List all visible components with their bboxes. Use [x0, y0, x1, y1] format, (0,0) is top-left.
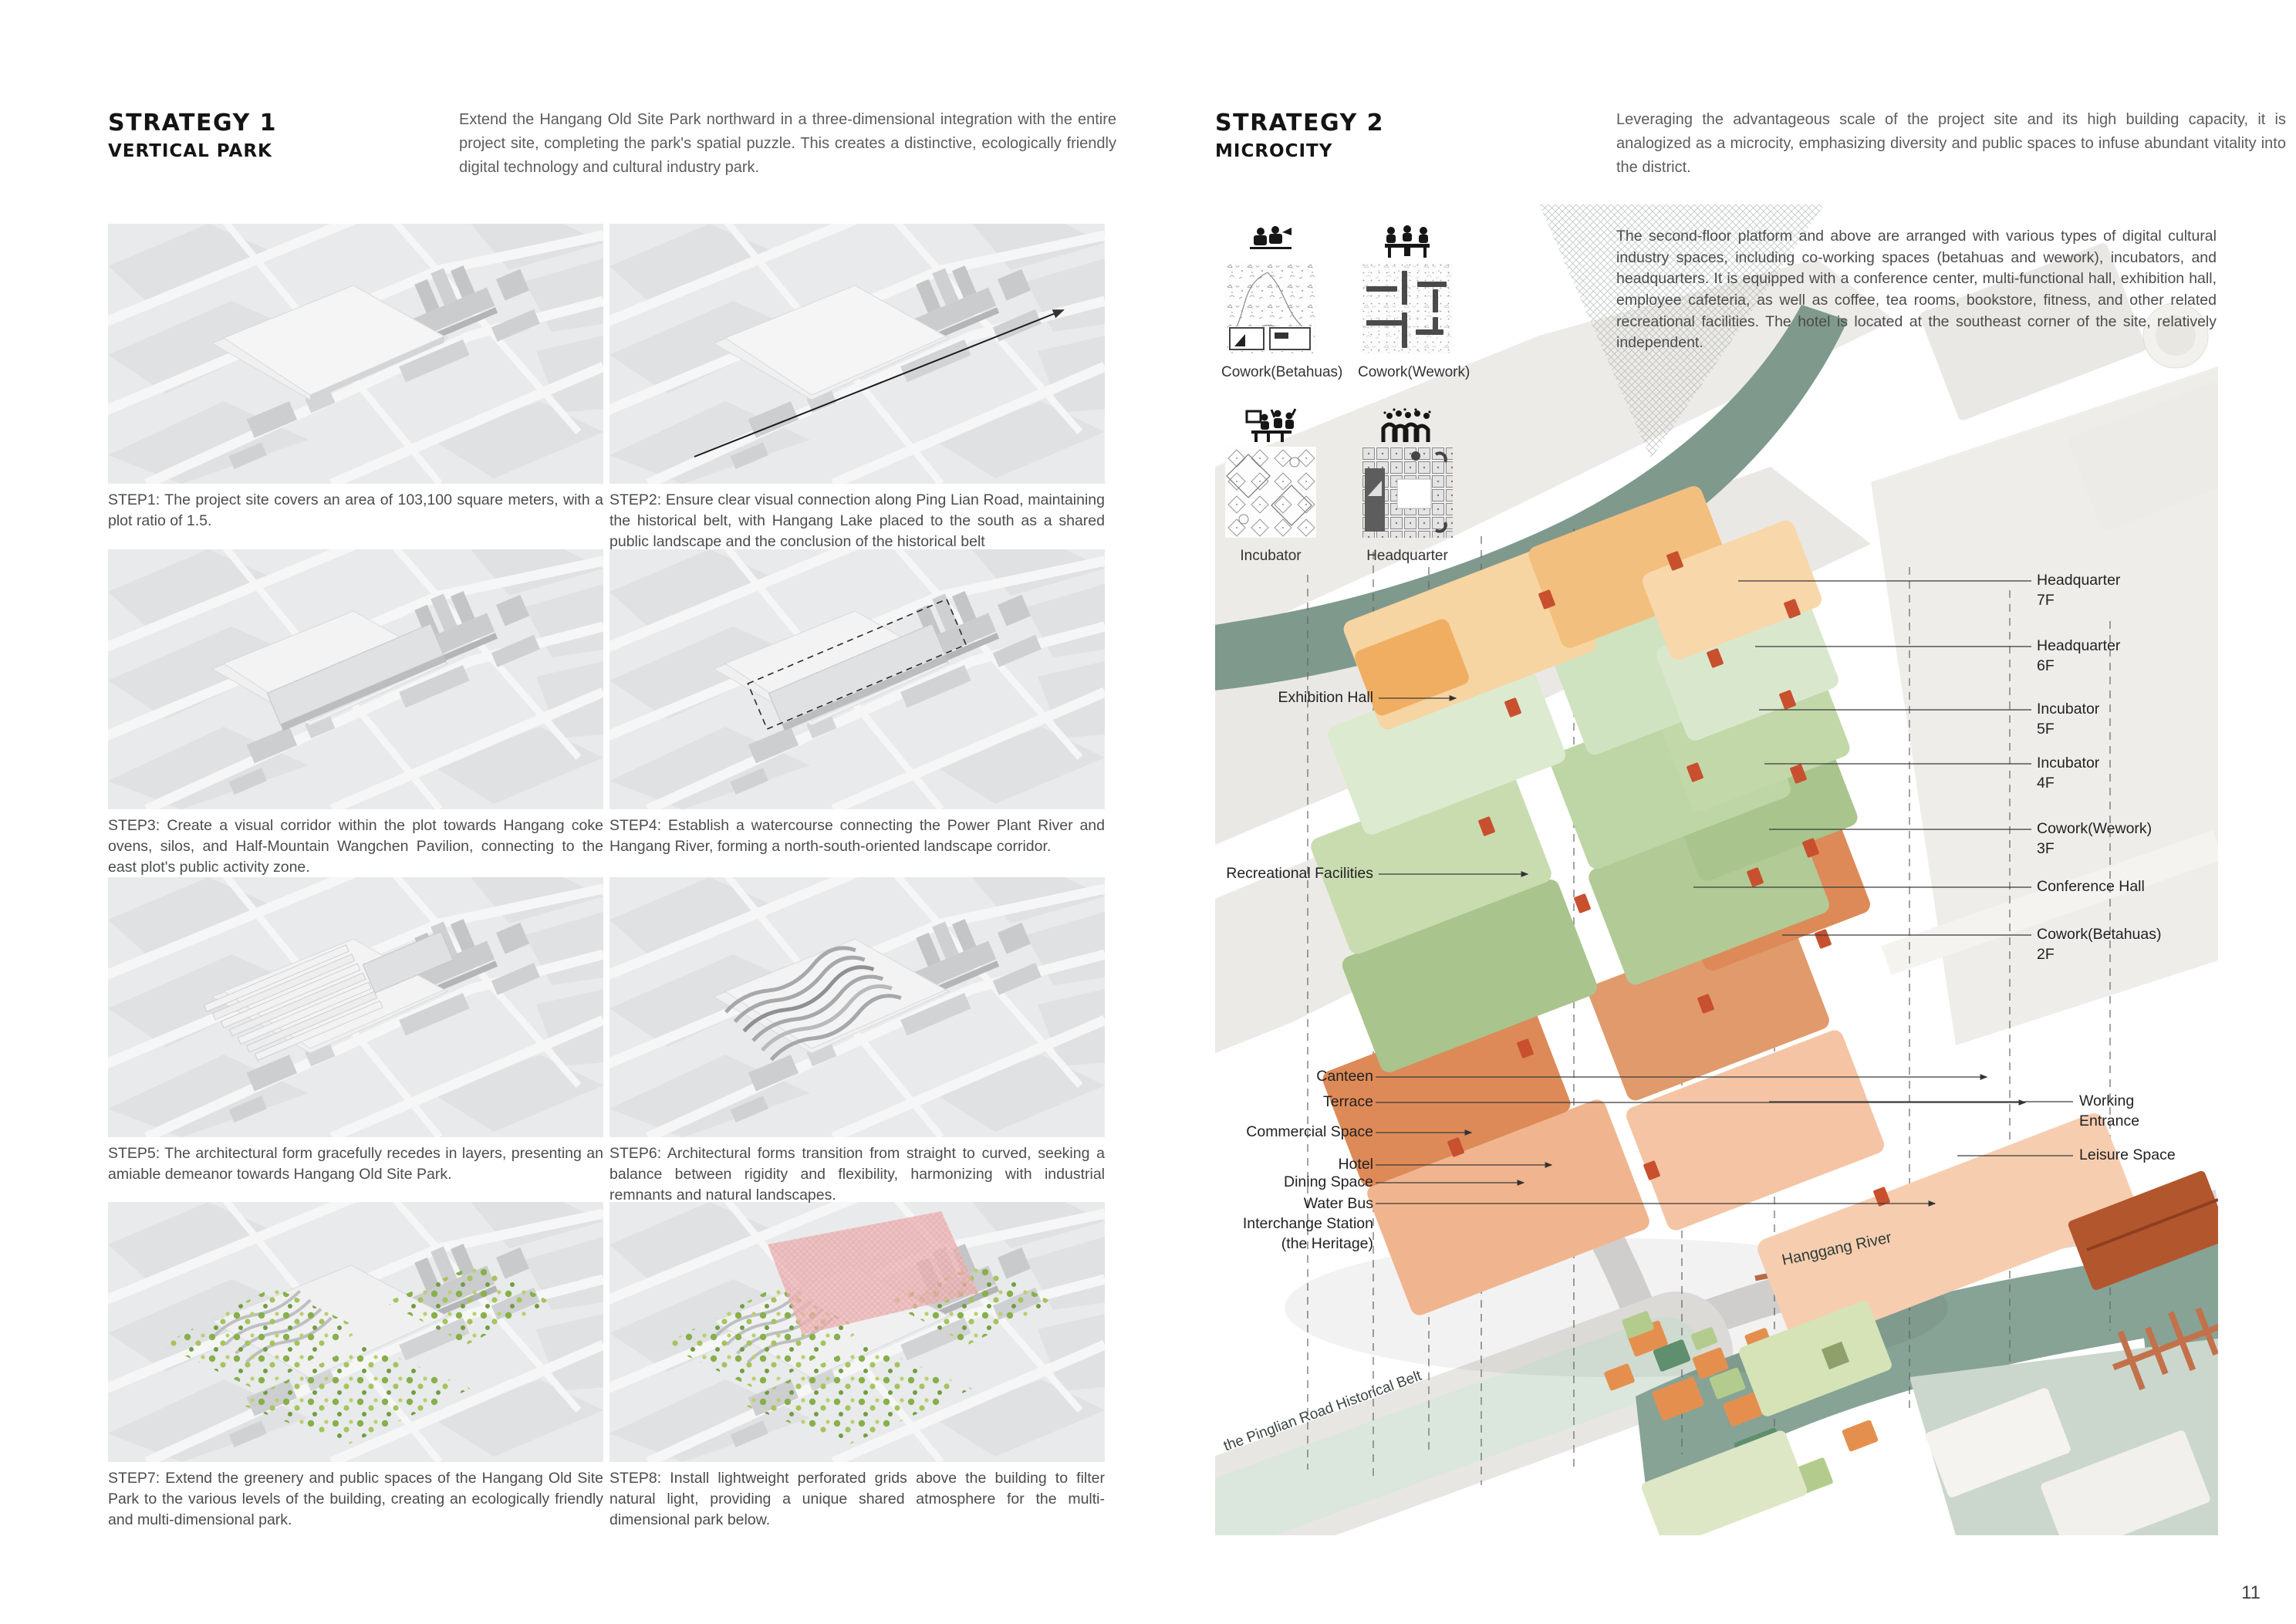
step5-figure [108, 877, 603, 1137]
headquarter-plan-thumbnail [1362, 447, 1453, 538]
betahuas-plan-thumbnail [1225, 263, 1316, 354]
label-recreational-facilities: Recreational Facilities [1226, 865, 1373, 882]
step4-diagram [609, 549, 1105, 809]
label-hotel: Hotel [1338, 1156, 1373, 1173]
label-dining-space: Dining Space [1284, 1173, 1373, 1190]
step8-figure [609, 1202, 1105, 1462]
label-incubator-5f: Incubator 5F [2037, 701, 2100, 738]
page-number: 11 [2241, 1582, 2261, 1603]
cowork-betahuas-icon [1221, 223, 1320, 260]
program-card-headquarter: Headquarter [1358, 407, 1457, 565]
step7-diagram [108, 1202, 603, 1462]
strategy2-title: STRATEGY 2 [1215, 110, 1385, 137]
strategy2-body: The second-floor platform and above are … [1616, 228, 2217, 352]
strategy2-intro: Leveraging the advantageous scale of the… [1616, 111, 2286, 177]
step1-diagram [108, 224, 603, 484]
label-commercial-space: Commercial Space [1246, 1123, 1373, 1140]
step2-diagram [609, 224, 1105, 484]
label-canteen: Canteen [1316, 1068, 1373, 1085]
step1-figure [108, 224, 603, 484]
step4-figure [609, 549, 1105, 809]
strategy2-subtitle: MICROCITY [1215, 141, 1333, 161]
program-label: Cowork(Betahuas) [1221, 364, 1343, 380]
strategy1-header: STRATEGY 1 VERTICAL PARK [108, 112, 277, 160]
label-incubator-4f: Incubator 4F [2037, 755, 2100, 792]
step6-figure [609, 877, 1105, 1137]
step5-diagram [108, 877, 603, 1137]
strategy1-title: STRATEGY 1 [108, 110, 278, 137]
step5-caption: STEP5: The architectural form gracefully… [108, 1145, 603, 1183]
step8-caption: STEP8: Install lightweight perforated gr… [609, 1470, 1105, 1528]
label-conference-hall: Conference Hall [2037, 878, 2145, 895]
step6-caption: STEP6: Architectural forms transition fr… [609, 1145, 1105, 1204]
step3-caption: STEP3: Create a visual corridor within t… [108, 817, 603, 876]
step7-figure [108, 1202, 603, 1462]
program-label: Headquarter [1366, 548, 1448, 564]
program-label: Incubator [1240, 548, 1302, 564]
incubator-icon [1221, 407, 1320, 444]
step8-diagram [609, 1202, 1105, 1462]
label-exhibition-hall: Exhibition Hall [1278, 689, 1373, 706]
strategy1-intro: Extend the Hangang Old Site Park northwa… [459, 111, 1116, 177]
step6-diagram [609, 877, 1105, 1137]
program-card-betahuas: Cowork(Betahuas) [1221, 223, 1343, 381]
strategy2-header: STRATEGY 2 MICROCITY [1215, 112, 1384, 160]
label-leisure-space: Leisure Space [2079, 1146, 2176, 1163]
step3-diagram [108, 549, 603, 809]
label-headquarter-6f: Headquarter 6F [2037, 637, 2121, 674]
step7-caption: STEP7: Extend the greenery and public sp… [108, 1470, 603, 1528]
headquarter-icon [1358, 407, 1457, 444]
program-label: Cowork(Wework) [1358, 364, 1470, 380]
program-card-incubator: Incubator [1221, 407, 1320, 565]
label-headquarter-7f: Headquarter 7F [2037, 572, 2121, 609]
step3-figure [108, 549, 603, 809]
step2-figure [609, 224, 1105, 484]
step2-caption: STEP2: Ensure clear visual connection al… [609, 491, 1105, 550]
label-water-bus-interchange: Water Bus Interchange Station (the Herit… [1242, 1195, 1373, 1252]
axon-diagram [1215, 204, 2218, 1535]
wework-plan-thumbnail [1362, 263, 1453, 354]
step1-caption: STEP1: The project site covers an area o… [108, 491, 603, 529]
label-terrace: Terrace [1322, 1093, 1373, 1110]
label-cowork-betahuas-2f: Cowork(Betahuas) 2F [2037, 926, 2162, 963]
label-cowork-wework-3f: Cowork(Wework) 3F [2037, 820, 2152, 857]
incubator-plan-thumbnail [1225, 447, 1316, 538]
strategy1-subtitle: VERTICAL PARK [108, 141, 272, 161]
cowork-wework-icon [1358, 223, 1457, 260]
label-working-entrance: Working Entrance [2079, 1092, 2140, 1129]
microcity-axon: The second-floor platform and above are … [1215, 204, 2218, 1535]
program-card-wework: Cowork(Wework) [1358, 223, 1470, 381]
step4-caption: STEP4: Establish a watercourse connectin… [609, 817, 1105, 855]
